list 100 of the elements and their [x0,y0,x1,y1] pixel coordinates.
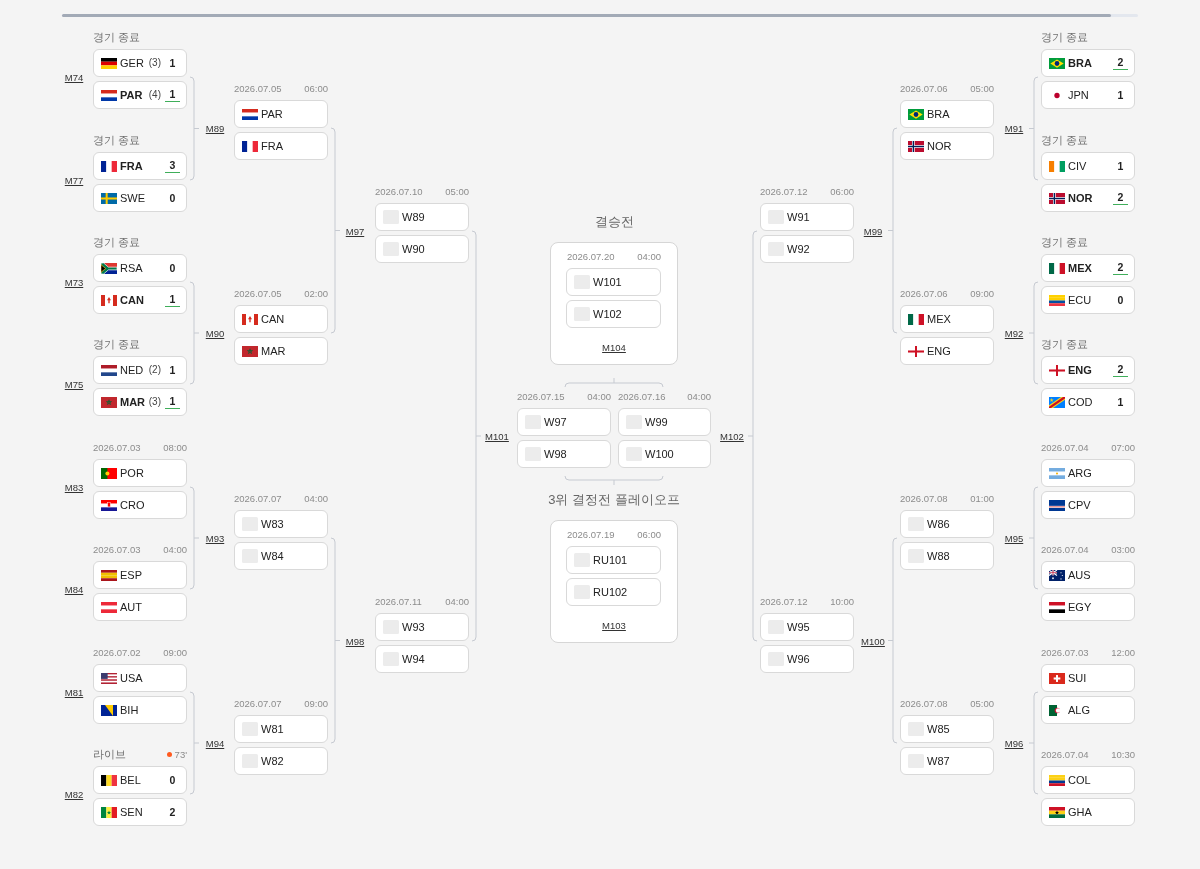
team-card [375,203,469,231]
team-code: POR [120,466,144,480]
team-code: W89 [402,210,425,224]
score: 1 [168,56,177,70]
team-code: ARG [1068,466,1092,480]
kickoff-time: 08:00 [163,440,187,454]
team-code: ECU [1068,293,1092,307]
match-number-link: M89 [205,121,225,135]
match-date: 2026.07.06 [900,286,948,300]
team-code: COD [1068,395,1093,409]
team-card [93,766,187,794]
kickoff-time: 07:00 [1111,440,1135,454]
team-code: AUS [1068,568,1091,582]
team-card [618,440,711,468]
team-card [900,510,994,538]
team-code: W102 [593,307,622,321]
match-number-link: M82 [64,787,84,801]
match-date: 2026.07.03 [93,440,141,454]
score: 2 [1113,261,1128,275]
team-code: COL [1068,773,1091,787]
team-code: ENG [927,344,951,358]
team-card [234,715,328,743]
match-number-link: M104 [602,340,626,354]
match-status: 경기 종료 [1041,235,1089,249]
team-card [1041,254,1135,282]
match-date: 2026.07.04 [1041,440,1089,454]
team-card [1041,388,1135,416]
match-date: 2026.07.12 [760,594,808,608]
team-card [900,100,994,128]
penalty-score: (2) [148,364,161,376]
team-card [1041,49,1135,77]
score: 0 [168,773,177,787]
team-card [760,203,854,231]
team-code: FRA [261,139,283,153]
match-date: 2026.07.02 [93,645,141,659]
team-code: AUT [120,600,142,614]
team-card [900,337,994,365]
team-code: W100 [645,447,674,461]
team-code: MAR [120,395,146,409]
team-card [234,132,328,160]
team-code: CRO [120,498,145,512]
kickoff-time: 05:00 [445,184,469,198]
team-code: PAR [261,107,283,121]
kickoff-time: 05:00 [970,81,994,95]
team-code: ENG [1068,363,1092,377]
score: 1 [1116,159,1125,173]
team-code: W84 [261,549,284,563]
team-card [900,542,994,570]
match-status: 경기 종료 [1041,337,1089,351]
team-card [93,254,187,282]
match-status: 경기 종료 [93,30,141,44]
team-code: W96 [787,652,810,666]
match-date: 2026.07.10 [375,184,423,198]
kickoff-time: 09:00 [304,696,328,710]
kickoff-time: 09:00 [970,286,994,300]
team-card [618,408,711,436]
score: 2 [168,805,177,819]
match-number-link: M77 [64,173,84,187]
team-card [1041,286,1135,314]
team-card [93,49,187,77]
team-card [234,747,328,775]
kickoff-time: 04:00 [445,594,469,608]
team-card [234,100,328,128]
team-card [1041,561,1135,589]
team-card [93,491,187,519]
team-card [93,152,187,180]
match-number-link: M102 [720,429,744,443]
team-code: CIV [1068,159,1087,173]
team-code: NOR [1068,191,1093,205]
team-code: W81 [261,722,284,736]
team-code: NOR [927,139,952,153]
match-status: 경기 종료 [93,235,141,249]
team-card [93,593,187,621]
match-number-link: M103 [602,618,626,632]
team-code: W85 [927,722,950,736]
kickoff-time: 06:00 [637,527,661,541]
team-card [93,561,187,589]
team-code: ESP [120,568,142,582]
team-card [517,408,611,436]
team-code: ALG [1068,703,1090,717]
team-card [1041,152,1135,180]
team-card [760,645,854,673]
team-code: EGY [1068,600,1092,614]
kickoff-time: 03:00 [1111,542,1135,556]
team-code: W82 [261,754,284,768]
team-code: RU102 [593,585,628,599]
team-code: CAN [261,312,285,326]
score: 1 [1116,88,1125,102]
penalty-score: (4) [148,89,161,101]
team-card [1041,766,1135,794]
team-card [900,747,994,775]
match-number-link: M93 [205,531,225,545]
team-card [900,715,994,743]
kickoff-time: 10:00 [830,594,854,608]
match-number-link: M84 [64,582,84,596]
match-number-link: M97 [345,224,365,238]
team-code: BRA [927,107,950,121]
kickoff-time: 04:00 [163,542,187,556]
match-status: 경기 종료 [93,337,141,351]
team-card [234,542,328,570]
